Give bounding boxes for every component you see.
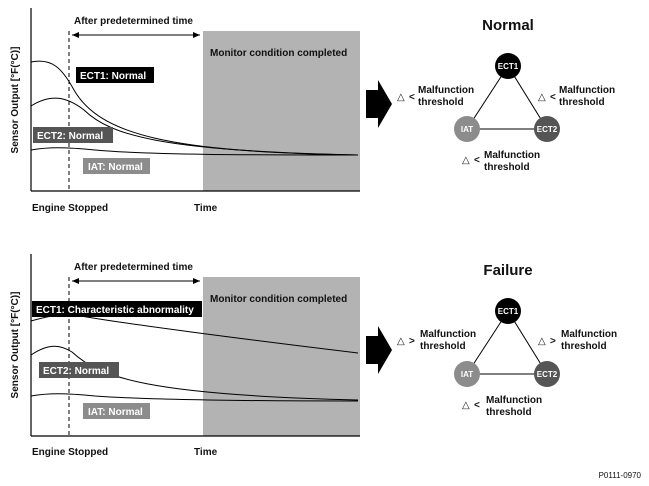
ect1-label: ECT1: Characteristic abnormality (36, 305, 194, 316)
ect2-node-label: ECT2 (537, 370, 558, 379)
ect1-label-box (32, 301, 202, 317)
iat-curve (30, 147, 359, 156)
delta-symbol: △ (538, 92, 546, 103)
threshold-bottom: △ < Malfunction threshold (462, 150, 540, 173)
threshold-line2: threshold (484, 162, 530, 173)
greater-than-symbol: > (550, 336, 556, 347)
monitor-condition-area (203, 31, 360, 191)
y-axis-label: Sensor Output [°F(°C)] (10, 47, 21, 154)
ect2-node (534, 116, 560, 142)
threshold-line2: threshold (486, 407, 532, 418)
greater-than-symbol: > (409, 336, 415, 347)
status-title: Failure (483, 262, 532, 279)
threshold-line1: Malfunction (484, 150, 540, 161)
threshold-line1: Malfunction (486, 395, 542, 406)
ect1-node (495, 298, 521, 324)
delta-symbol: △ (462, 155, 470, 166)
threshold-line1: Malfunction (420, 329, 476, 340)
delta-symbol: △ (462, 400, 470, 411)
ect2-label: ECT2: Normal (37, 131, 103, 142)
y-axis-label: Sensor Output [°F(°C)] (10, 292, 21, 399)
failure-chart: Monitor condition completed After predet… (10, 254, 360, 458)
ect1-node-label: ECT1 (498, 62, 519, 71)
predetermined-time-label: After predetermined time (74, 16, 193, 27)
ect1-node-label: ECT1 (498, 307, 519, 316)
iat-label: IAT: Normal (88, 407, 143, 418)
failure-sensor-diagram: Failure ECT1 IAT ECT2 △ > Malfunction th… (397, 262, 617, 418)
threshold-bottom: △ < Malfunction threshold (462, 395, 542, 418)
threshold-line1: Malfunction (559, 85, 615, 96)
ect2-label: ECT2: Normal (43, 366, 109, 377)
reference-code: P0111-0970 (599, 471, 642, 480)
failure-panel: Monitor condition completed After predet… (10, 254, 617, 458)
ect2-label-box (39, 362, 119, 378)
ect2-node-label: ECT2 (537, 125, 558, 134)
monitor-condition-label: Monitor condition completed (210, 294, 347, 305)
status-title: Normal (482, 17, 534, 34)
iat-label: IAT: Normal (88, 162, 143, 173)
x-start-label: Engine Stopped (32, 203, 108, 214)
ect2-label-box (33, 127, 113, 143)
iat-node (454, 361, 480, 387)
iat-node (454, 116, 480, 142)
delta-symbol: △ (397, 336, 405, 347)
ect1-label: ECT1: Normal (80, 71, 146, 82)
x-start-label: Engine Stopped (32, 447, 108, 458)
less-than-symbol: < (474, 155, 480, 166)
monitor-condition-label: Monitor condition completed (210, 48, 347, 59)
normal-chart: Monitor condition completed After predet… (10, 8, 360, 214)
predetermined-time-label: After predetermined time (74, 262, 193, 273)
less-than-symbol: < (409, 92, 415, 103)
delta-symbol: △ (538, 336, 546, 347)
x-end-label: Time (194, 203, 218, 214)
threshold-left: △ < Malfunction threshold (397, 85, 474, 108)
threshold-line1: Malfunction (561, 329, 617, 340)
threshold-line2: threshold (561, 341, 607, 352)
threshold-right: △ < Malfunction threshold (538, 85, 615, 108)
iat-node-label: IAT (461, 125, 473, 134)
threshold-line2: threshold (418, 97, 464, 108)
flow-arrow (366, 326, 392, 374)
less-than-symbol: < (474, 400, 480, 411)
threshold-line1: Malfunction (418, 85, 474, 96)
iat-label-box (83, 403, 150, 419)
ect2-curve (30, 97, 359, 156)
monitor-condition-area (203, 277, 360, 436)
iat-curve (30, 393, 359, 402)
threshold-right: △ > Malfunction threshold (538, 329, 617, 352)
ect1-node (495, 53, 521, 79)
x-end-label: Time (194, 447, 218, 458)
normal-panel: Monitor condition completed After predet… (10, 8, 615, 214)
delta-symbol: △ (397, 92, 405, 103)
less-than-symbol: < (550, 92, 556, 103)
ect2-node (534, 361, 560, 387)
flow-arrow (366, 80, 392, 128)
threshold-left: △ > Malfunction threshold (397, 329, 476, 352)
threshold-line2: threshold (559, 97, 605, 108)
ect1-label-box (76, 67, 154, 83)
threshold-line2: threshold (420, 341, 466, 352)
iat-node-label: IAT (461, 370, 473, 379)
normal-sensor-diagram: Normal ECT1 IAT ECT2 △ < Malfunction thr… (397, 17, 615, 173)
iat-label-box (83, 158, 150, 174)
